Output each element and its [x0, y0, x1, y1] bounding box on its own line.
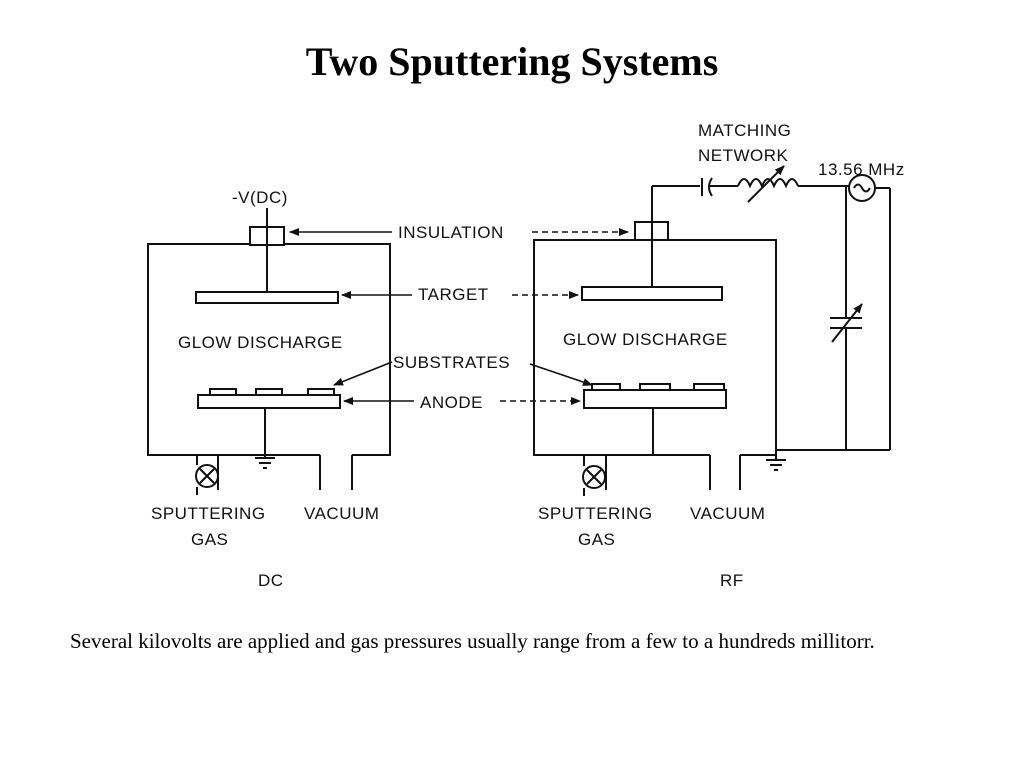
rf-vacuum-label: VACUUM	[690, 504, 765, 523]
valve-icon	[582, 465, 606, 489]
rf-glow-label: GLOW DISCHARGE	[563, 330, 728, 349]
rf-system-label: RF	[720, 571, 744, 590]
dc-glow-label: GLOW DISCHARGE	[178, 333, 343, 352]
rf-chamber	[533, 239, 777, 490]
dc-anode-plate	[197, 394, 341, 409]
valve-icon	[195, 464, 219, 488]
ground-icon	[766, 450, 786, 471]
target-label: TARGET	[418, 285, 489, 304]
rf-gas-label: SPUTTERING	[538, 504, 653, 523]
ground-icon	[255, 457, 275, 469]
slide-title: Two Sputtering Systems	[305, 39, 719, 84]
dc-system: -V(DC) GLOW DISCHARGE SPUTTERING GAS VAC…	[147, 188, 391, 590]
rf-matching-label: NETWORK	[698, 146, 789, 165]
shared-labels: INSULATION TARGET SUBSTRATES ANODE	[289, 223, 629, 412]
dc-voltage-label: -V(DC)	[232, 188, 288, 207]
variable-inductor-icon	[737, 165, 799, 203]
rf-anode-plate	[583, 389, 727, 409]
rf-system: MATCHING NETWORK 13.56 MHz GLOW DISCHARG…	[533, 121, 905, 590]
caption-text: Several kilovolts are applied and gas pr…	[70, 629, 875, 653]
dc-system-label: DC	[258, 571, 284, 590]
dc-target-plate	[195, 291, 339, 304]
capacitor-icon	[701, 177, 713, 197]
substrates-label: SUBSTRATES	[393, 353, 510, 372]
dc-chamber	[147, 243, 391, 490]
sputtering-diagram: -V(DC) GLOW DISCHARGE SPUTTERING GAS VAC…	[147, 121, 905, 590]
dc-vacuum-label: VACUUM	[304, 504, 379, 523]
dc-gas-label: SPUTTERING	[151, 504, 266, 523]
anode-label: ANODE	[420, 393, 483, 412]
rf-gas-label: GAS	[578, 530, 615, 549]
substrates-arrow-left	[333, 361, 393, 386]
insulation-label: INSULATION	[398, 223, 504, 242]
dc-gas-label: GAS	[191, 530, 228, 549]
rf-frequency-label: 13.56 MHz	[818, 160, 905, 179]
rf-target-plate	[581, 286, 723, 301]
substrates-arrow-right	[529, 363, 593, 386]
rf-matching-label: MATCHING	[698, 121, 791, 140]
